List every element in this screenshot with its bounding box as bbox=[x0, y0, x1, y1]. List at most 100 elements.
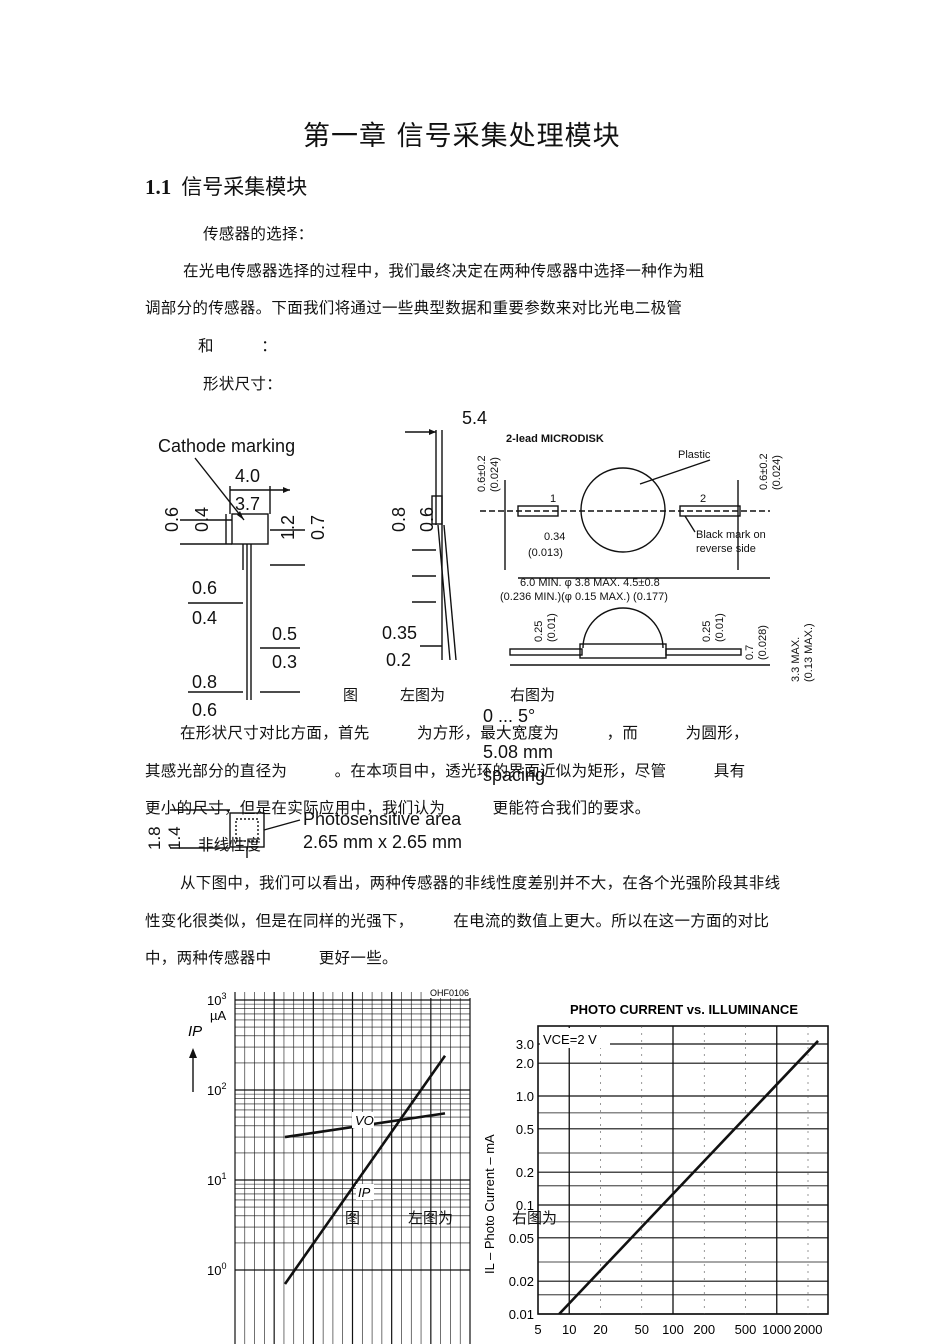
dim-row-2: (0.236 MIN.)(φ 0.15 MAX.) (0.177) bbox=[500, 591, 668, 603]
figure2-caption-fig: 图 bbox=[345, 1209, 361, 1227]
figure2-caption-right: 右图为 bbox=[512, 1209, 558, 1227]
nonlinear-line-1: 从下图中，我们可以看出，两种传感器的非线性度差别并不大，在各个光强阶段其非线 bbox=[180, 874, 781, 892]
black-mark-line2: reverse side bbox=[696, 543, 756, 555]
lead-2: 2 bbox=[700, 493, 706, 505]
chapter-title: 第一章 信号采集处理模块 bbox=[303, 121, 621, 152]
photo-current-chart: PHOTO CURRENT vs. ILLUMINANCE3.02.01.00.… bbox=[482, 1002, 829, 1337]
section-title: 信号采集模块 bbox=[181, 175, 308, 199]
dim-1-2: 1.2 bbox=[278, 515, 298, 540]
dim-0-13-max: (0.13 MAX.) bbox=[803, 623, 815, 682]
vce-annotation: VCE=2 V bbox=[543, 1032, 597, 1047]
dim-0-8: 0.8 bbox=[192, 672, 217, 692]
y-tick-label: 0.05 bbox=[509, 1231, 534, 1246]
nonlinear-line-2: 性变化很类似，但是在同样的光强下， 在电流的数值上更大。所以在这一方面的对比 bbox=[145, 912, 770, 930]
section-number: 1.1 bbox=[145, 175, 172, 199]
plot-frame bbox=[537, 1025, 829, 1315]
y-tick-label: 0.1 bbox=[516, 1198, 534, 1213]
dim-0-7-right: 0.7 bbox=[744, 645, 756, 660]
side-dim-5-4: 5.4 bbox=[462, 408, 487, 428]
microdisk-header: 2-lead MICRODISK bbox=[506, 433, 604, 445]
series-line bbox=[558, 1040, 819, 1315]
dim-0-6c: 0.6 bbox=[192, 700, 217, 720]
black-mark-line1: Black mark on bbox=[696, 529, 766, 541]
dim-0-6a: 0.6 bbox=[162, 507, 182, 532]
dim-0-5: 0.5 bbox=[272, 624, 297, 644]
series-label-vo: VO bbox=[355, 1113, 374, 1128]
y-tick-label: 0.01 bbox=[509, 1307, 534, 1322]
sensor-choice-text: 传感器的选择： bbox=[203, 225, 314, 243]
spacing-label: spacing bbox=[483, 765, 545, 785]
x-tick-label: 1000 bbox=[762, 1322, 791, 1337]
dim-0-3: 0.3 bbox=[272, 652, 297, 672]
intro-line-1: 在光电传感器选择的过程中，我们最终决定在两种传感器中选择一种作为粗 bbox=[183, 262, 705, 280]
dim-1-8: 1.8 bbox=[145, 826, 164, 850]
dim-0-01a: (0.01) bbox=[546, 613, 558, 642]
y-tick-label: 2.0 bbox=[516, 1056, 534, 1071]
microdisk-dimension-drawing: 2-lead MICRODISK Plastic 1 2 0.6±0.2 (0.… bbox=[476, 433, 815, 682]
y-axis-arrowhead bbox=[189, 1048, 197, 1058]
y-tick-label: 0.02 bbox=[509, 1274, 534, 1289]
dim-row-1: 6.0 MIN. φ 3.8 MAX. 4.5±0.8 bbox=[520, 577, 660, 589]
dim-0-7: 0.7 bbox=[308, 515, 328, 540]
y-tick-label: 0.2 bbox=[516, 1165, 534, 1180]
x-tick-label: 50 bbox=[635, 1322, 649, 1337]
figure1-caption-right: 右图为 bbox=[510, 686, 556, 704]
y-tick-label: 100 bbox=[207, 1261, 226, 1278]
chart-title: PHOTO CURRENT vs. ILLUMINANCE bbox=[570, 1002, 798, 1017]
x-tick-label: 10 bbox=[562, 1322, 576, 1337]
dim-0-4b: 0.4 bbox=[192, 608, 217, 628]
dim-1-4: 1.4 bbox=[165, 826, 184, 850]
package-body bbox=[231, 513, 269, 545]
dim-0-4a: 0.4 bbox=[192, 507, 212, 532]
side-dim-0-2: 0.2 bbox=[386, 650, 411, 670]
cathode-marking-label: Cathode marking bbox=[158, 436, 295, 456]
x-tick-label: 5 bbox=[534, 1322, 541, 1337]
x-tick-label: 20 bbox=[593, 1322, 607, 1337]
figure2-caption-left: 左图为 bbox=[408, 1209, 454, 1227]
plastic-label: Plastic bbox=[678, 449, 711, 461]
figure1-caption-left: 左图为 bbox=[400, 686, 446, 704]
nonlinear-line-3: 中，两种传感器中 更好一些。 bbox=[145, 949, 398, 967]
dim-top-left: 0.6±0.2 bbox=[476, 455, 488, 492]
shape-line-3: 更小的尺寸，但是在实际应用中，我们认为 更能符合我们的要求。 bbox=[145, 799, 651, 817]
shape-line-2: 其感光部分的直径为 。在本项目中，透光环的界面近似为矩形，尽管 具有 bbox=[145, 762, 746, 780]
dim-top-left-in: (0.024) bbox=[489, 457, 501, 492]
x-tick-label: 100 bbox=[662, 1322, 684, 1337]
dim-0-013: (0.013) bbox=[528, 547, 563, 559]
dim-0-25a: 0.25 bbox=[533, 621, 545, 642]
lead-1: 1 bbox=[550, 493, 556, 505]
dim-3-3-max: 3.3 MAX. bbox=[790, 637, 802, 682]
angle-label: 0 ... 5° bbox=[483, 706, 535, 726]
dim-3-7: 3.7 bbox=[235, 494, 260, 514]
figure1-caption-fig: 图 bbox=[343, 686, 359, 704]
x-tick-label: 2000 bbox=[794, 1322, 823, 1337]
side-dim-0-8: 0.8 bbox=[389, 507, 409, 532]
side-dim-0-35: 0.35 bbox=[382, 623, 417, 643]
dim-0-34: 0.34 bbox=[544, 531, 565, 543]
code-bg bbox=[428, 986, 480, 998]
intro-line-2: 调部分的传感器。下面我们将通过一些典型数据和重要参数来对比光电二极管 bbox=[145, 299, 683, 317]
left-dimension-drawing: Cathode marking 4.0 3.7 0.6 0.4 1.2 0.7 … bbox=[145, 408, 553, 858]
shape-size-label: 形状尺寸： bbox=[203, 375, 283, 393]
photosensitive-area-size: 2.65 mm x 2.65 mm bbox=[303, 832, 462, 852]
shape-line-1: 在形状尺寸对比方面，首先 为方形，最大宽度为 ，而 为圆形， bbox=[180, 724, 749, 742]
y-tick-label: 0.5 bbox=[516, 1122, 534, 1137]
y-tick-label: 102 bbox=[207, 1081, 226, 1098]
label-bg bbox=[356, 1184, 374, 1200]
dim-0-6b: 0.6 bbox=[192, 578, 217, 598]
y-axis-label: IP bbox=[188, 1023, 202, 1040]
y-unit-label: µA bbox=[210, 1008, 226, 1023]
x-tick-label: 500 bbox=[735, 1322, 757, 1337]
y-tick-label: 103 bbox=[207, 991, 226, 1008]
y-axis-label: IL – Photo Current – mA bbox=[482, 1134, 497, 1274]
dim-top-right-in: (0.024) bbox=[771, 455, 783, 490]
dim-0-25b: 0.25 bbox=[701, 621, 713, 642]
side-dim-0-6: 0.6 bbox=[417, 507, 437, 532]
and-line: 和 ： bbox=[198, 337, 278, 355]
section-heading: 1.1 信号采集模块 bbox=[145, 171, 307, 201]
photosensitive-area-label: Photosensitive area bbox=[303, 809, 462, 829]
nonlinear-heading: 非线性度 bbox=[198, 836, 262, 854]
spacing-value: 5.08 mm bbox=[483, 742, 553, 762]
y-tick-label: 1.0 bbox=[516, 1089, 534, 1104]
